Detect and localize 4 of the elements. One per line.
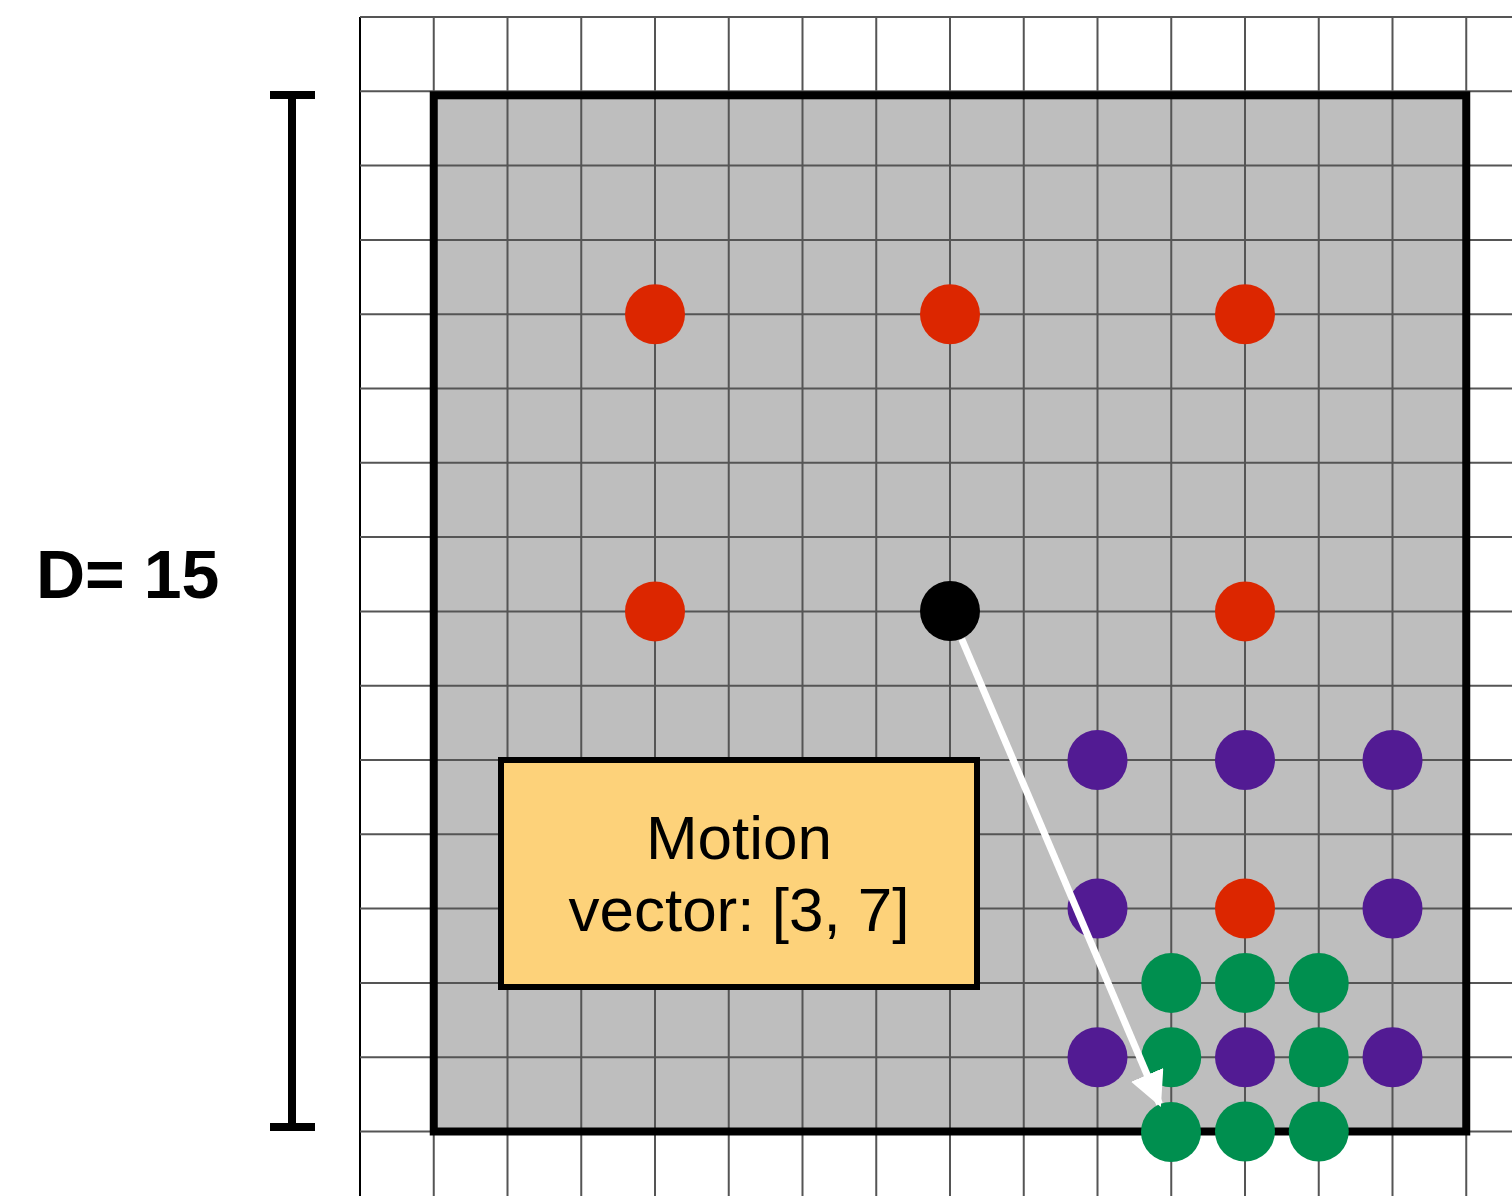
dimension-label: D= 15: [36, 540, 220, 608]
label-box: [498, 757, 980, 990]
arrow: [958, 637, 1164, 1108]
box-text: Motion vector: [3, 7]: [567, 802, 911, 945]
